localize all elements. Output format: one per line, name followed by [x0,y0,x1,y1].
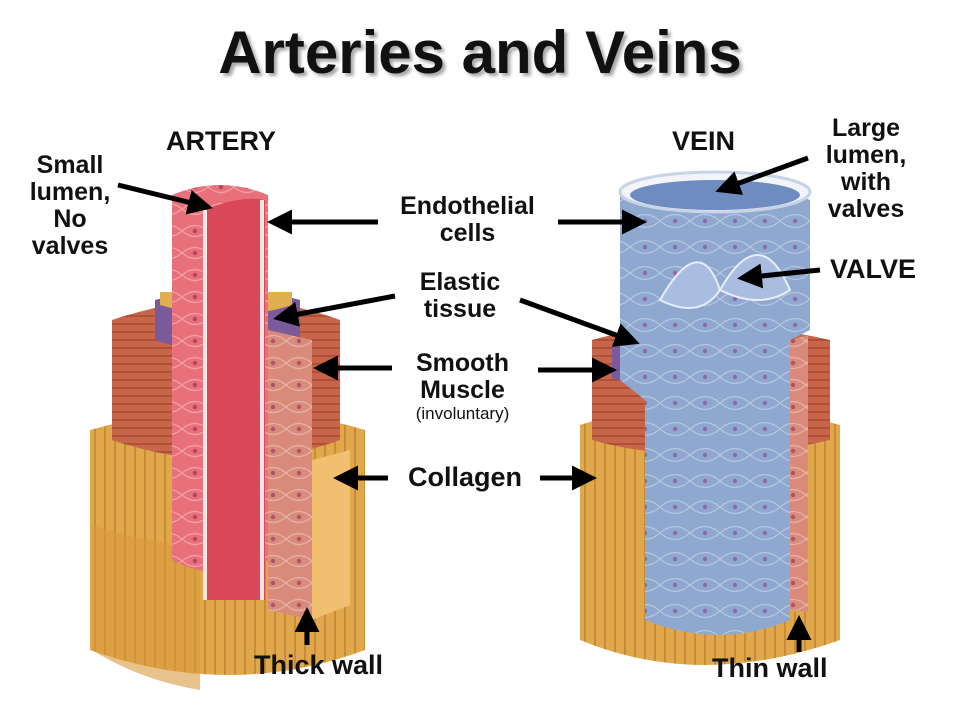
smooth-muscle-label: Smooth Muscle (involuntary) [370,350,555,424]
arrow-elastic-artery [273,293,396,327]
page-title: Arteries and Veins [218,19,742,86]
arrow-valve [737,263,821,289]
arrow-elastic-vein [519,297,640,347]
artery-illustration [90,185,365,690]
elastic-label: Elastic tissue [419,268,501,323]
pointer-arrows [117,155,821,652]
collagen-label: Collagen [407,462,522,492]
arrow-small-lumen [117,182,213,215]
involuntary-note: (involuntary) [415,404,510,423]
large-lumen-label: Large lumen, with valves [825,114,907,223]
endothelial-label: Endothelial cells [400,192,535,247]
arrow-large-lumen [715,155,809,195]
small-lumen-label: Small lumen, No valves [29,151,111,260]
vein-illustration [580,170,840,665]
thick-wall-label: Thick wall [254,650,384,680]
thin-wall-label: Thin wall [712,653,828,683]
valve-label: VALVE [830,254,917,284]
artery-label: ARTERY [166,126,277,156]
vein-label: VEIN [672,126,736,156]
